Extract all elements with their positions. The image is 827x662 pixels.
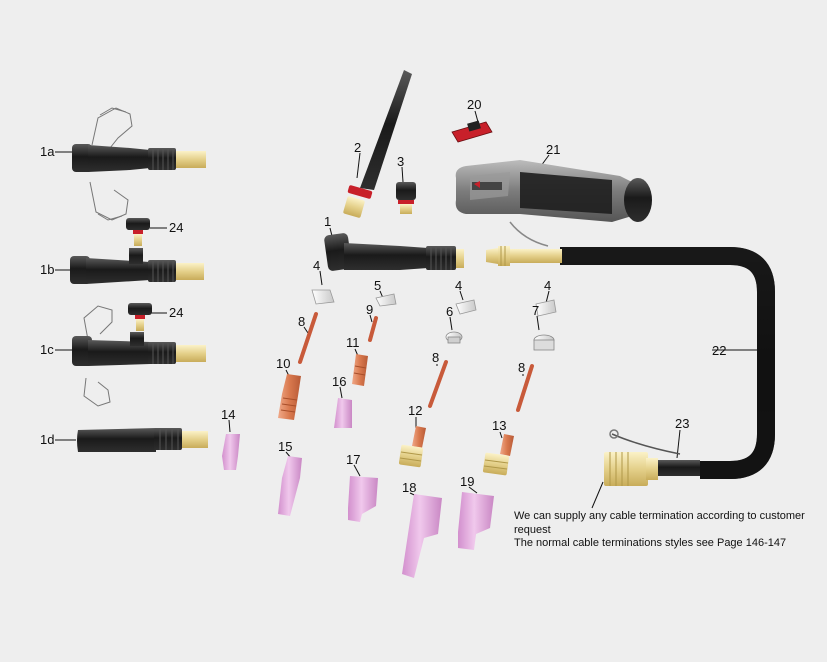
label-1d: 1d (40, 432, 55, 447)
short-cap-3 (396, 182, 416, 214)
label-1: 1 (324, 214, 332, 229)
electrode-8-a (298, 312, 318, 364)
label-14: 14 (221, 407, 236, 422)
torch-1b (70, 248, 204, 284)
torch-1a (72, 107, 206, 221)
label-9: 9 (366, 302, 374, 317)
gas-lens-12 (398, 426, 426, 468)
label-8-c: 8 (518, 360, 526, 375)
label-12: 12 (408, 403, 423, 418)
label-22: 22 (712, 343, 727, 358)
nozzle-14 (222, 434, 240, 470)
termination-23 (604, 429, 700, 486)
label-1a: 1a (40, 144, 55, 159)
washer-6 (445, 331, 463, 344)
label-16: 16 (332, 374, 347, 389)
nozzle-19 (458, 492, 494, 550)
cable-22 (486, 221, 775, 479)
collet-11 (352, 354, 368, 386)
label-23: 23 (675, 416, 690, 431)
label-2: 2 (354, 140, 362, 155)
nozzle-18 (402, 494, 442, 578)
insulator-4-b (455, 299, 477, 315)
label-1b: 1b (40, 262, 55, 277)
insulator-4-a (311, 289, 335, 305)
label-3: 3 (397, 154, 405, 169)
torch-1c (72, 305, 206, 407)
insulator-5 (375, 293, 397, 307)
label-24-top: 24 (169, 220, 184, 235)
back-cap-2 (343, 70, 412, 218)
nozzle-17 (348, 476, 378, 522)
collet-body-10 (278, 374, 301, 420)
label-17: 17 (346, 452, 361, 467)
label-24-second: 24 (169, 305, 184, 320)
termination-note: We can supply any cable termination acco… (514, 510, 814, 551)
label-21: 21 (546, 142, 561, 157)
label-10: 10 (276, 356, 291, 371)
label-11: 11 (346, 335, 360, 350)
label-4-c: 4 (544, 278, 552, 293)
label-4-a: 4 (313, 258, 321, 273)
note-line-1: We can supply any cable termination acco… (514, 510, 805, 536)
switch-20 (451, 120, 493, 143)
torch-1d (77, 428, 208, 452)
label-5: 5 (374, 278, 382, 293)
label-13: 13 (492, 418, 507, 433)
cap-24-top (126, 218, 150, 246)
label-15: 15 (278, 439, 293, 454)
label-18: 18 (402, 480, 417, 495)
label-4-b: 4 (455, 278, 463, 293)
label-8-a: 8 (298, 314, 306, 329)
label-8-b: 8 (432, 350, 440, 365)
label-20: 20 (467, 97, 482, 112)
nozzle-16 (334, 398, 352, 428)
torch-head-1 (324, 233, 464, 271)
gas-lens-insulator-7 (533, 334, 555, 351)
electrode-8-b (428, 360, 448, 408)
label-19: 19 (460, 474, 475, 489)
electrode-8-c (516, 364, 534, 412)
gas-lens-13 (482, 434, 514, 476)
nozzle-15 (278, 456, 302, 516)
insulator-4-c (535, 299, 557, 317)
cap-24-second (128, 303, 152, 331)
label-7: 7 (532, 303, 540, 318)
handle-21 (455, 160, 652, 222)
label-6: 6 (446, 304, 454, 319)
electrode-9 (368, 316, 378, 342)
note-line-2: The normal cable terminations styles see… (514, 537, 787, 549)
label-1c: 1c (40, 342, 54, 357)
